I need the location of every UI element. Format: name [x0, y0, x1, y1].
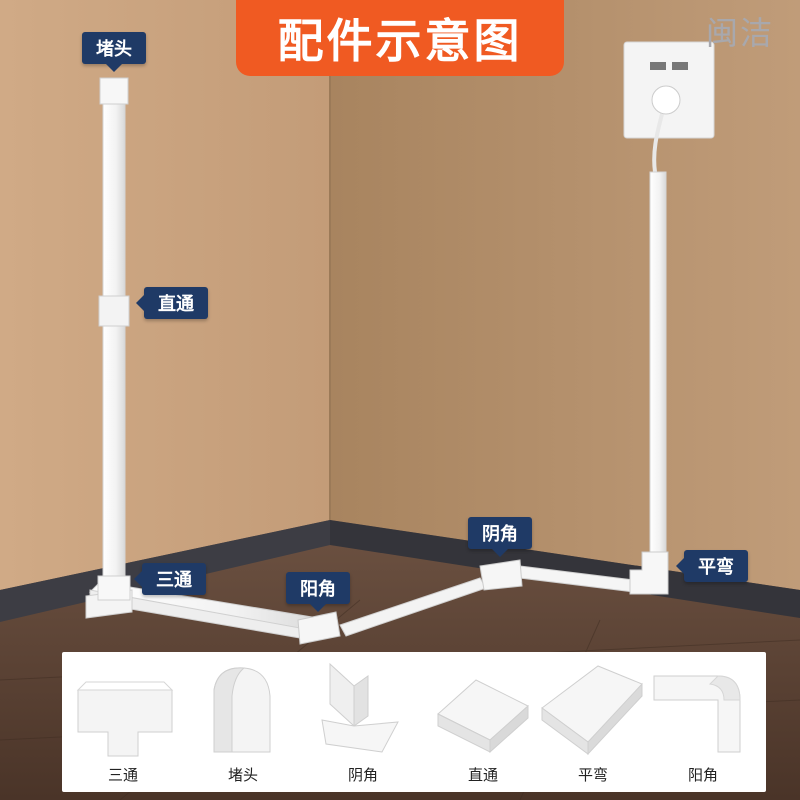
pointer-icon: [676, 558, 684, 574]
end-cap-icon: [213, 667, 271, 753]
brand-logo-text: 闽洁: [706, 14, 775, 52]
tee-connector-icon: [76, 681, 174, 757]
tag-tee: 三通: [134, 563, 206, 595]
pointer-icon: [134, 571, 142, 587]
tag-inner-corner-label: 阴角: [482, 524, 518, 545]
flat-bend-fitting: [629, 551, 669, 595]
parts-panel: 三通 堵头 阴角 直通: [62, 652, 766, 792]
outer-corner-icon: [653, 675, 741, 753]
part-end-cap-label: 堵头: [227, 766, 258, 784]
end-cap-fitting: [99, 77, 129, 105]
part-straight: 直通: [428, 652, 538, 792]
part-flat-bend-label: 平弯: [577, 766, 608, 784]
right-wall: [330, 0, 800, 590]
pointer-icon: [106, 64, 122, 72]
plug: [651, 85, 681, 115]
part-flat-bend: 平弯: [538, 652, 648, 792]
part-tee: 三通: [68, 652, 178, 792]
inner-corner-fitting: [479, 559, 523, 591]
skirting-right: [330, 520, 800, 618]
tag-straight: 直通: [136, 287, 208, 319]
straight-connector-icon: [437, 679, 529, 754]
part-inner-corner: 阴角: [308, 652, 418, 792]
tag-straight-label: 直通: [158, 294, 194, 315]
page-title: 配件示意图: [236, 0, 564, 76]
part-outer-corner-label: 阳角: [687, 766, 718, 784]
inner-corner-icon: [321, 662, 399, 753]
tag-flat-bend: 平弯: [676, 550, 748, 582]
part-tee-label: 三通: [107, 766, 138, 784]
flat-bend-icon: [541, 665, 643, 756]
tag-flat-bend-label: 平弯: [698, 557, 734, 578]
tag-end-cap-label: 堵头: [96, 39, 132, 60]
outer-corner-fitting: [297, 611, 341, 645]
tag-inner-corner: 阴角: [468, 517, 532, 557]
pointer-icon: [310, 604, 326, 612]
part-outer-corner: 阳角: [648, 652, 758, 792]
tag-outer-corner-label: 阳角: [300, 579, 336, 600]
part-inner-corner-label: 阴角: [347, 766, 378, 784]
tag-end-cap: 堵头: [82, 32, 146, 72]
straight-fitting: [98, 295, 130, 327]
part-straight-label: 直通: [467, 766, 498, 784]
pointer-icon: [136, 295, 144, 311]
tag-outer-corner: 阳角: [286, 572, 350, 612]
part-end-cap: 堵头: [188, 652, 298, 792]
tag-tee-label: 三通: [156, 570, 192, 591]
pointer-icon: [492, 549, 508, 557]
